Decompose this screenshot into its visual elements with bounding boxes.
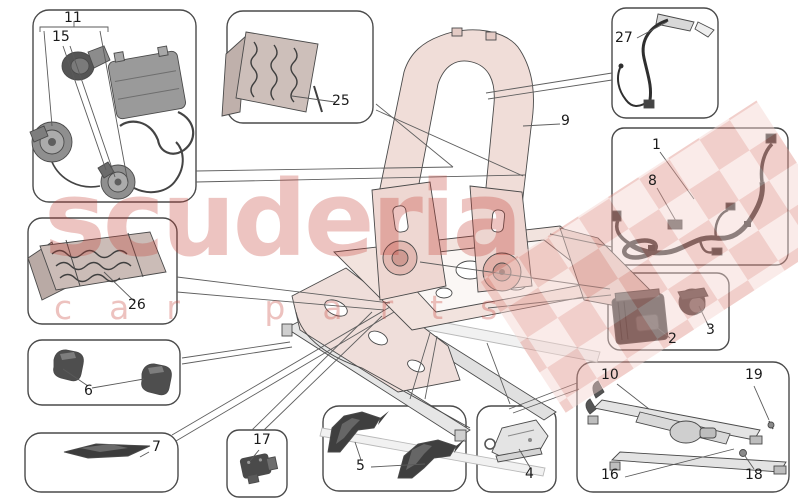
callout-10: 10 bbox=[601, 367, 619, 383]
callout-2: 2 bbox=[668, 331, 677, 347]
callout-1: 1 bbox=[652, 137, 661, 153]
part-release-cable bbox=[617, 13, 715, 109]
part-track-assembly bbox=[585, 380, 787, 478]
callout-11: 11 bbox=[64, 10, 82, 26]
callout-5: 5 bbox=[356, 458, 365, 474]
callout-16: 16 bbox=[601, 467, 619, 483]
callout-27: 27 bbox=[615, 30, 633, 46]
callout-17: 17 bbox=[253, 432, 271, 448]
checkered-flag-watermark bbox=[479, 100, 798, 413]
callout-25: 25 bbox=[332, 93, 350, 109]
callout-18: 18 bbox=[745, 467, 763, 483]
part-backrest-mat bbox=[221, 31, 336, 117]
part-rail-trim bbox=[63, 443, 151, 459]
callout-6: 6 bbox=[84, 383, 93, 399]
part-end-caps bbox=[53, 349, 172, 396]
callout-19: 19 bbox=[745, 367, 763, 383]
callout-4: 4 bbox=[525, 466, 534, 482]
part-bracket bbox=[484, 419, 549, 470]
callout-9: 9 bbox=[561, 113, 570, 129]
connector-lines bbox=[171, 72, 613, 442]
part-switch-block bbox=[239, 449, 279, 485]
callout-8: 8 bbox=[648, 173, 657, 189]
part-cushion-mat bbox=[27, 231, 167, 302]
part-side-shields bbox=[327, 411, 465, 479]
callout-15: 15 bbox=[52, 29, 70, 45]
part-lumbar-unit bbox=[29, 21, 195, 200]
callout-7: 7 bbox=[152, 439, 161, 455]
part-box-27 bbox=[611, 7, 719, 119]
callout-26: 26 bbox=[128, 297, 146, 313]
callout-3: 3 bbox=[706, 322, 715, 338]
